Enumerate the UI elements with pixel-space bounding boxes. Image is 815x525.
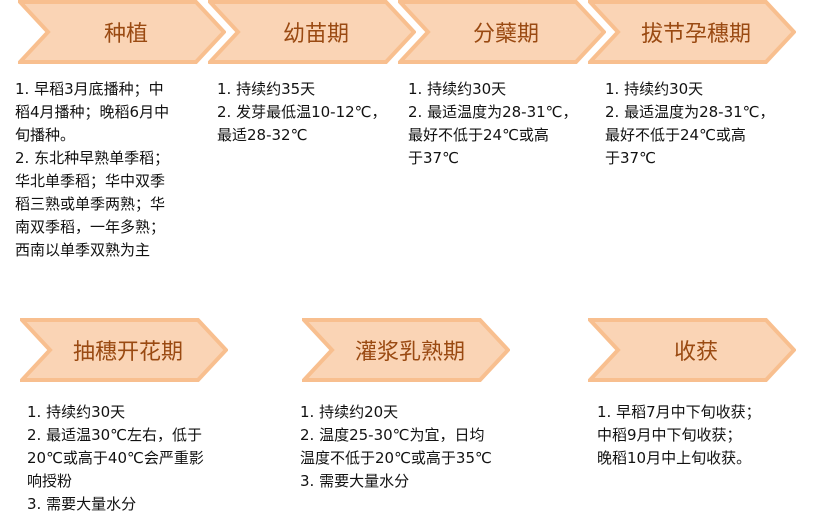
note-line: 3. 需要大量水分 [300, 472, 410, 490]
chevron-shape [588, 0, 796, 64]
note-line: 最适28-32℃ [217, 126, 308, 144]
stage-chevron-harvest: 收获 [588, 318, 796, 382]
note-line: 于37℃ [408, 149, 459, 167]
note-line: 2. 东北种早熟单季稻； [15, 149, 170, 167]
note-line: 旬播种。 [15, 126, 76, 144]
stage-title: 幼苗期 [282, 22, 349, 47]
note-line: 2. 发芽最低温10-12℃， [217, 103, 387, 121]
stage-chevron-heading-flowering: 抽穗开花期 [20, 318, 228, 382]
stage-notes-harvest: 1. 早稻7月中下旬收获； 中稻9月中下旬收获； 晚稻10月中上旬收获。 [597, 401, 761, 470]
stage-chevron-jointing-booting: 拔节孕穗期 [588, 0, 796, 64]
note-line: 1. 持续约30天 [605, 80, 704, 98]
note-line: 1. 早稻7月中下旬收获； [597, 403, 761, 421]
stage-notes-tillering: 1. 持续约30天 2. 最适温度为28-31℃， 最好不低于24℃或高于37℃ [408, 78, 578, 170]
note-line: 1. 持续约30天 [408, 80, 507, 98]
note-line: 稻三熟或单季两熟；华 [15, 195, 166, 213]
note-line: 2. 最适温度为28-31℃， [408, 103, 578, 121]
chevron-shape [398, 0, 606, 64]
note-line: 2. 温度25-30℃为宜，日均 [300, 426, 485, 444]
note-line: 中稻9月中下旬收获； [597, 426, 742, 444]
stage-title: 灌浆乳熟期 [354, 340, 465, 365]
note-line: 温度不低于20℃或高于35℃ [300, 449, 492, 467]
note-line: 3. 需要大量水分 [27, 495, 137, 513]
stage-title: 收获 [673, 340, 718, 365]
stage-chevron-planting: 种植 [18, 0, 226, 64]
note-line: 稻4月播种；晚稻6月中 [15, 103, 170, 121]
note-line: 南双季稻，一年多熟； [15, 218, 166, 236]
note-line: 1. 持续约30天 [27, 403, 126, 421]
chevron-shape [20, 318, 228, 382]
stage-title: 抽穗开花期 [72, 340, 183, 365]
chevron-shape [588, 318, 796, 382]
note-line: 20℃或高于40℃会严重影 [27, 449, 204, 467]
note-line: 晚稻10月中上旬收获。 [597, 449, 752, 467]
note-line: 1. 持续约35天 [217, 80, 316, 98]
stage-chevron-seedling: 幼苗期 [208, 0, 416, 64]
stage-notes-planting: 1. 早稻3月底播种；中稻4月播种；晚稻6月中旬播种。 2. 东北种早熟单季稻； 华… [15, 78, 169, 262]
stage-chevron-tillering: 分蘖期 [398, 0, 606, 64]
note-line: 最好不低于24℃或高 [605, 126, 746, 144]
note-line: 2. 最适温度为28-31℃， [605, 103, 775, 121]
chevron-shape [302, 318, 510, 382]
note-line: 响授粉 [27, 472, 73, 490]
chevron-shape [208, 0, 416, 64]
note-line: 华北单季稻；华中双季 [15, 172, 166, 190]
stage-notes-filling-milk: 1. 持续约20天 2. 温度25-30℃为宜，日均温度不低于20℃或高于35℃ 3… [300, 401, 492, 493]
stage-chevron-filling-milk: 灌浆乳熟期 [302, 318, 510, 382]
stage-title: 分蘖期 [472, 22, 539, 47]
chevron-shape [18, 0, 226, 64]
stage-notes-jointing-booting: 1. 持续约30天 2. 最适温度为28-31℃， 最好不低于24℃或高于37℃ [605, 78, 775, 170]
note-line: 西南以单季双熟为主 [15, 241, 151, 259]
note-line: 最好不低于24℃或高 [408, 126, 549, 144]
stage-title: 拔节孕穗期 [640, 22, 751, 47]
note-line: 于37℃ [605, 149, 656, 167]
stage-title: 种植 [103, 22, 148, 47]
stage-notes-heading-flowering: 1. 持续约30天 2. 最适温30℃左右，低于 20℃或高于40℃会严重影响授粉 3… [27, 401, 204, 516]
note-line: 2. 最适温30℃左右，低于 [27, 426, 203, 444]
stage-notes-seedling: 1. 持续约35天 2. 发芽最低温10-12℃， 最适28-32℃ [217, 78, 387, 147]
note-line: 1. 早稻3月底播种；中 [15, 80, 164, 98]
note-line: 1. 持续约20天 [300, 403, 399, 421]
